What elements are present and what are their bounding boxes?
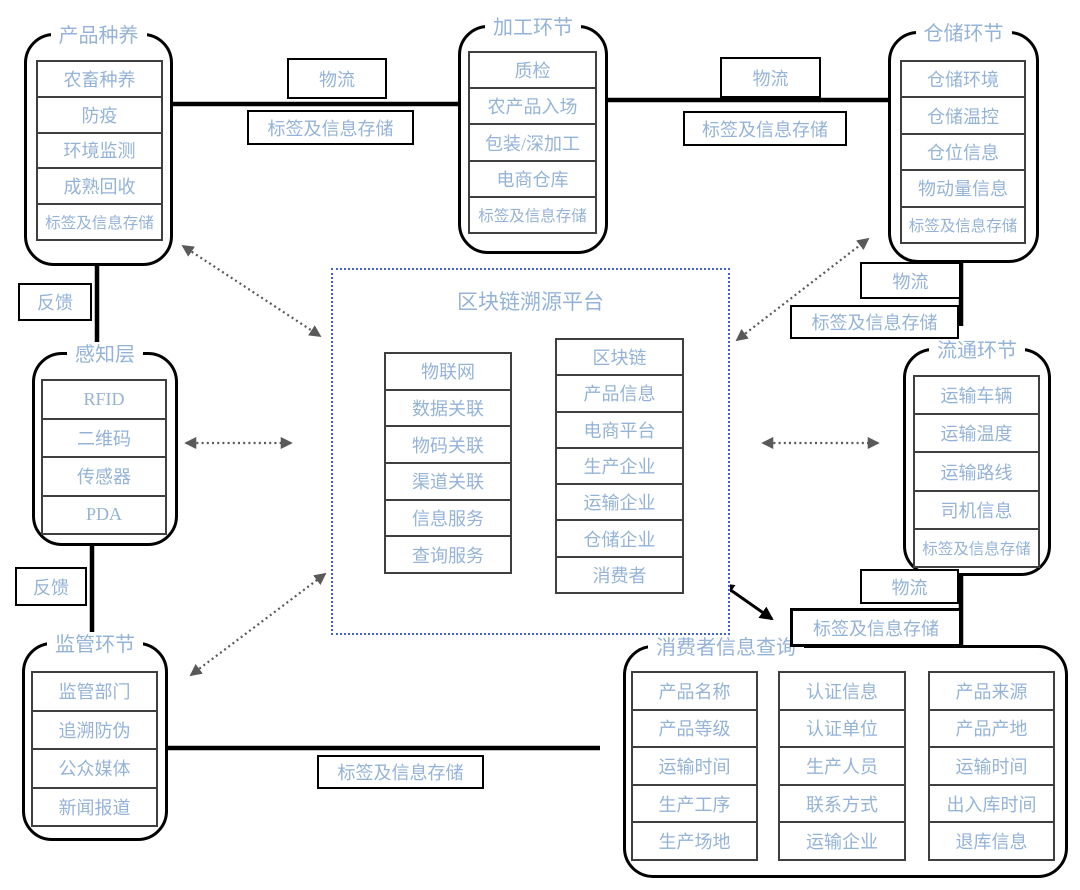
- list-item: 公众媒体: [31, 748, 158, 789]
- node-consumer-query-title: 消费者信息查询: [648, 635, 804, 661]
- list-item: 运输时间: [631, 746, 758, 786]
- consumer-query-col2: 认证信息认证单位生产人员联系方式运输企业: [778, 671, 906, 861]
- label-feedback-top: 反馈: [18, 283, 92, 321]
- list-item: 防疫: [36, 95, 163, 134]
- list-item: 信息服务: [384, 498, 512, 538]
- list-item: 产品来源: [928, 671, 1055, 711]
- list-item: 运输企业: [778, 821, 906, 861]
- label-logistics-warehouse: 物流: [860, 262, 961, 299]
- node-consumer-query: 消费者信息查询 产品名称产品等级运输时间生产工序生产场地 认证信息认证单位生产人…: [623, 635, 1068, 878]
- arrow-platform-warehouse: [735, 237, 870, 342]
- list-item: 标签及信息存储: [468, 195, 597, 235]
- label-storage-right-top: 标签及信息存储: [683, 111, 847, 146]
- node-processing-items: 质检农产品入场包装/深加工电商仓库标签及信息存储: [468, 51, 597, 235]
- list-item: 物码关联: [384, 425, 512, 465]
- list-item: 标签及信息存储: [36, 203, 163, 241]
- label-storage-warehouse: 标签及信息存储: [790, 305, 959, 339]
- list-item: 标签及信息存储: [900, 205, 1026, 245]
- node-supervision-title: 监管环节: [47, 632, 143, 658]
- list-item: 联系方式: [778, 783, 906, 824]
- node-product-farming: 产品种养 农畜种养防疫环境监测成熟回收标签及信息存储: [24, 23, 173, 266]
- list-item: 运输温度: [913, 413, 1040, 454]
- list-item: 消费者: [555, 555, 684, 594]
- list-item: 运输时间: [928, 746, 1055, 786]
- list-item: 电商仓库: [468, 159, 597, 198]
- list-item: 退库信息: [928, 821, 1055, 861]
- list-item: 新闻报道: [31, 786, 158, 827]
- list-item: 认证信息: [778, 671, 906, 711]
- list-item: 环境监测: [36, 131, 163, 170]
- list-item: 仓储温控: [900, 96, 1026, 135]
- platform-left-items: 物联网数据关联物码关联渠道关联信息服务查询服务: [384, 352, 512, 575]
- label-storage-left: 标签及信息存储: [247, 110, 414, 145]
- node-blockchain-platform-title: 区块链溯源平台: [457, 290, 604, 314]
- list-item: 传感器: [41, 456, 167, 497]
- node-circulation-items: 运输车辆运输温度运输路线司机信息标签及信息存储: [913, 375, 1040, 569]
- label-logistics-circulation: 物流: [860, 569, 959, 604]
- arrow-product-platform: [181, 245, 322, 337]
- list-item: 农畜种养: [36, 60, 163, 98]
- arrow-supervision-platform: [189, 572, 327, 677]
- list-item: 监管部门: [31, 671, 158, 712]
- consumer-query-col3: 产品来源产品产地运输时间出入库时间退库信息: [928, 671, 1055, 861]
- arrow-platform-consumer: [720, 582, 774, 621]
- list-item: 生产人员: [778, 746, 906, 786]
- list-item: 仓储企业: [555, 519, 684, 558]
- list-item: 渠道关联: [384, 462, 512, 501]
- list-item: 追溯防伪: [31, 709, 158, 750]
- list-item: 包装/深加工: [468, 123, 597, 162]
- list-item: 物联网: [384, 352, 512, 391]
- list-item: 司机信息: [913, 489, 1040, 530]
- list-item: 区块链: [555, 338, 684, 377]
- label-feedback-bottom: 反馈: [15, 567, 87, 606]
- list-item: RFID: [41, 379, 167, 420]
- list-item: 生产场地: [631, 821, 758, 861]
- node-blockchain-platform: 区块链溯源平台 物联网数据关联物码关联渠道关联信息服务查询服务 区块链产品信息电…: [331, 268, 730, 635]
- label-logistics-right-top: 物流: [720, 57, 821, 98]
- node-product-farming-title: 产品种养: [50, 23, 147, 49]
- node-warehousing-items: 仓储环境仓储温控仓位信息物动量信息标签及信息存储: [900, 60, 1026, 245]
- list-item: 查询服务: [384, 535, 512, 575]
- list-item: 产品信息: [555, 374, 684, 413]
- list-item: 质检: [468, 51, 597, 90]
- list-item: 数据关联: [384, 388, 512, 428]
- label-storage-bottom: 标签及信息存储: [317, 755, 484, 789]
- node-warehousing-title: 仓储环节: [915, 21, 1012, 47]
- list-item: 运输车辆: [913, 375, 1040, 416]
- label-storage-circulation: 标签及信息存储: [790, 608, 962, 647]
- node-processing: 加工环节 质检农产品入场包装/深加工电商仓库标签及信息存储: [458, 15, 608, 254]
- node-perception-layer-title: 感知层: [67, 342, 143, 368]
- list-item: PDA: [41, 494, 167, 535]
- list-item: 二维码: [41, 417, 167, 458]
- list-item: 电商平台: [555, 410, 684, 449]
- list-item: 物动量信息: [900, 169, 1026, 208]
- list-item: 产品产地: [928, 708, 1055, 749]
- node-product-farming-items: 农畜种养防疫环境监测成熟回收标签及信息存储: [36, 60, 163, 241]
- label-logistics-left: 物流: [287, 58, 387, 99]
- list-item: 运输企业: [555, 483, 684, 522]
- list-item: 认证单位: [778, 708, 906, 749]
- list-item: 产品名称: [631, 671, 758, 711]
- list-item: 出入库时间: [928, 783, 1055, 824]
- consumer-query-col1: 产品名称产品等级运输时间生产工序生产场地: [631, 671, 758, 861]
- list-item: 产品等级: [631, 708, 758, 749]
- list-item: 生产工序: [631, 783, 758, 824]
- list-item: 生产企业: [555, 446, 684, 486]
- node-circulation: 流通环节 运输车辆运输温度运输路线司机信息标签及信息存储: [903, 338, 1051, 576]
- list-item: 仓储环境: [900, 60, 1026, 99]
- list-item: 成熟回收: [36, 167, 163, 206]
- node-circulation-title: 流通环节: [929, 338, 1025, 364]
- platform-right-items: 区块链产品信息电商平台生产企业运输企业仓储企业消费者: [555, 338, 684, 594]
- node-supervision-items: 监管部门追溯防伪公众媒体新闻报道: [31, 671, 158, 827]
- node-processing-title: 加工环节: [485, 15, 581, 41]
- node-warehousing: 仓储环节 仓储环境仓储温控仓位信息物动量信息标签及信息存储: [888, 21, 1039, 263]
- node-supervision: 监管环节 监管部门追溯防伪公众媒体新闻报道: [22, 632, 168, 841]
- list-item: 农产品入场: [468, 87, 597, 126]
- list-item: 运输路线: [913, 451, 1040, 492]
- list-item: 标签及信息存储: [913, 527, 1040, 569]
- list-item: 仓位信息: [900, 132, 1026, 172]
